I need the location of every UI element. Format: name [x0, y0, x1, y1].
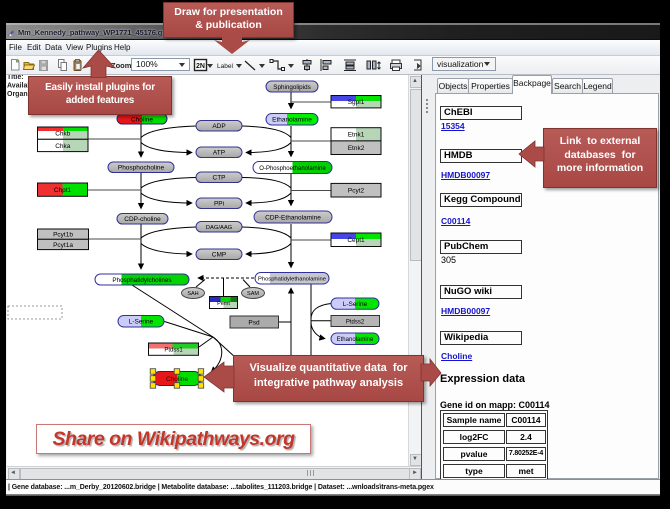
svg-text:Chka: Chka: [55, 143, 71, 150]
svg-text:Psd: Psd: [248, 319, 260, 326]
svg-text:Choline: Choline: [131, 116, 153, 123]
svg-text:SAH: SAH: [187, 291, 198, 297]
svg-text:Ptdss2: Ptdss2: [346, 319, 365, 325]
svg-text:2N: 2N: [196, 63, 205, 70]
svg-text:Label: Label: [217, 63, 233, 70]
svg-text:Chpt1: Chpt1: [54, 187, 72, 194]
svg-text:Ptdss1: Ptdss1: [164, 348, 183, 354]
svg-text:Organis: Organis: [7, 91, 34, 98]
svg-text:Ethanolamine: Ethanolamine: [272, 117, 312, 124]
svg-text:Etnk2: Etnk2: [348, 145, 365, 152]
svg-text:Chkb: Chkb: [55, 131, 71, 138]
svg-text:Sgpl1: Sgpl1: [348, 99, 365, 106]
svg-text:Phosphatidylethanolamine: Phosphatidylethanolamine: [258, 277, 326, 283]
svg-text:O-Phosphoethanolamine: O-Phosphoethanolamine: [259, 166, 326, 172]
svg-text:SAM: SAM: [247, 291, 259, 297]
svg-text:ADP: ADP: [212, 123, 225, 130]
svg-text:Title:: Title:: [7, 75, 24, 81]
svg-text:Pemt: Pemt: [217, 301, 230, 307]
svg-text:L-Serine: L-Serine: [129, 319, 154, 326]
svg-text:Phosphocholine: Phosphocholine: [118, 165, 165, 172]
svg-text:L-Serine: L-Serine: [343, 301, 368, 308]
svg-text:Cept1: Cept1: [347, 237, 365, 244]
svg-text:Availab: Availab: [7, 83, 32, 90]
svg-text:Ethanolamine: Ethanolamine: [337, 337, 374, 343]
svg-text:ATP: ATP: [213, 150, 225, 157]
svg-text:Pcyt1b: Pcyt1b: [53, 232, 73, 239]
svg-text:Phosphatidylcholines: Phosphatidylcholines: [112, 277, 171, 284]
svg-text:Pcyt1a: Pcyt1a: [53, 242, 73, 249]
svg-text:PPi: PPi: [214, 201, 224, 208]
svg-text:Pcyt2: Pcyt2: [348, 188, 365, 195]
svg-text:Sphingolipids: Sphingolipids: [273, 84, 310, 91]
svg-text:CDP-Ethanolamine: CDP-Ethanolamine: [265, 215, 321, 222]
svg-text:DAG/AAG: DAG/AAG: [206, 225, 233, 231]
svg-text:Etnk1: Etnk1: [348, 132, 365, 139]
svg-text:CTP: CTP: [213, 175, 226, 182]
svg-text:Choline: Choline: [166, 376, 188, 383]
svg-text:CMP: CMP: [212, 252, 226, 259]
svg-text:CDP-choline: CDP-choline: [124, 216, 161, 223]
